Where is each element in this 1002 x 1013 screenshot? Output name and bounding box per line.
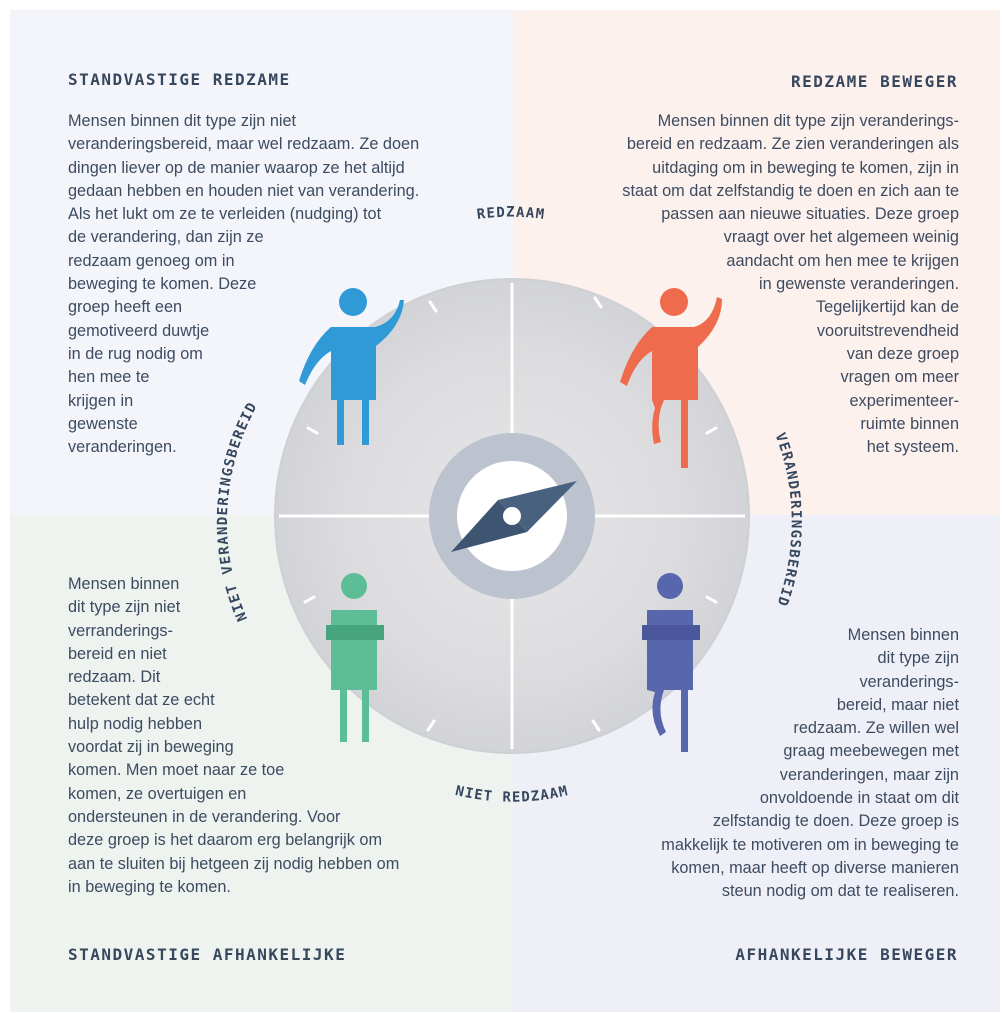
person-arms-crossed-icon [642, 573, 700, 752]
description-line: vraagt over het algemeen weinig [723, 228, 959, 247]
description-line: de verandering, dan zijn ze [68, 228, 264, 247]
description-bottom-left: Mensen binnen dit type zijn niet verrand… [68, 573, 399, 899]
description-line: redzaam. Ze willen wel [793, 719, 959, 738]
description-line: makkelijk te motiveren om in beweging te [661, 835, 959, 854]
description-line: komen, maar heeft op diverse manieren [671, 858, 959, 877]
description-line: groep heeft een [68, 298, 183, 317]
description-line: aandacht om hen mee te krijgen [726, 251, 959, 270]
description-line: veranderingsbereid, maar wel redzaam. Ze… [68, 135, 420, 154]
person-waving-icon [299, 288, 404, 445]
description-line: vooruitstrevendheid [816, 321, 959, 340]
heading-standvastige-redzame: STANDVASTIGE REDZAME [68, 70, 291, 89]
description-line: ondersteunen in de verandering. Voor [68, 807, 341, 826]
description-line: dingen liever op de manier waarop ze het… [68, 158, 405, 177]
description-line: veranderingen, maar zijn [779, 765, 959, 784]
description-line: redzaam. Dit [68, 668, 161, 687]
description-line: Mensen binnen dit type zijn veranderings… [657, 112, 959, 130]
description-top-left: Mensen binnen dit type zijn niet verande… [68, 110, 419, 459]
description-line: experimenteer- [849, 391, 960, 410]
description-line: gedaan hebben en houden niet van verande… [68, 181, 420, 200]
description-line: betekent dat ze echt [68, 691, 215, 710]
description-line: graag meebewegen met [783, 742, 959, 761]
axis-label-niet-veranderingsbereid: NIET VERANDERINGSBEREID [215, 399, 260, 623]
description-line: van deze groep [846, 344, 959, 363]
axis-label-left: NIET VERANDERINGSBEREID [215, 399, 261, 623]
description-line: aan te sluiten bij hetgeen zij nodig heb… [68, 854, 400, 873]
description-line: in beweging te komen. [68, 877, 231, 896]
compass-icon [451, 481, 577, 552]
axis-label-veranderingsbereid: VERANDERINGSBEREID [772, 431, 803, 609]
wheel-rim [274, 278, 750, 754]
description-line: gewenste [68, 414, 138, 433]
description-line: bereid en redzaam. Ze zien veranderingen… [626, 135, 959, 154]
description-line: dit type zijn [877, 649, 959, 668]
description-line: komen, ze overtuigen en [68, 784, 247, 803]
heading-redzame-beweger: REDZAME BEWEGER [791, 72, 958, 91]
description-line: veranderingen. [68, 438, 177, 457]
person-waving-icon [620, 288, 722, 468]
description-line: Mensen binnen [847, 626, 959, 644]
person-arms-crossed-icon [326, 573, 384, 742]
description-line: verranderings- [68, 621, 173, 640]
description-line: in de rug nodig om [68, 344, 203, 363]
description-line: hulp nodig hebben [68, 714, 202, 733]
description-line: redzaam genoeg om in [68, 251, 235, 270]
description-line: staat om dat zelfstandig te doen en zich… [622, 181, 959, 200]
heading-afhankelijke-beweger: AFHANKELIJKE BEWEGER [735, 945, 958, 964]
axis-label-top: REDZAAM [476, 205, 546, 223]
description-line: komen. Men moet naar ze toe [68, 761, 285, 780]
description-line: steun nodig om dat te realiseren. [721, 882, 959, 901]
description-line: in gewenste veranderingen. [758, 275, 959, 294]
description-line: vragen om meer [840, 368, 959, 387]
description-bottom-right: Mensen binnen dit type zijn veranderings… [661, 624, 959, 904]
description-line: voordat zij in beweging [68, 738, 234, 757]
description-line: hen mee te [68, 368, 150, 387]
description-line: onvoldoende in staat om dit [759, 789, 959, 808]
description-line: bereid en niet [68, 644, 167, 663]
description-line: uitdaging om in beweging te komen, zijn … [652, 158, 959, 177]
description-line: ruimte binnen [860, 414, 959, 433]
description-line: passen aan nieuwe situaties. Deze groep [661, 205, 959, 224]
description-line: zelfstandig te doen. Deze groep is [712, 812, 959, 831]
description-line: Mensen binnen [68, 575, 180, 593]
description-line: bereid, maar niet [836, 695, 959, 714]
heading-standvastige-afhankelijke: STANDVASTIGE AFHANKELIJKE [68, 945, 347, 964]
axis-label-bottom: NIET REDZAAM [454, 783, 570, 806]
axis-label-redzaam: REDZAAM [476, 205, 545, 223]
axis-label-right: VERANDERINGSBEREID [772, 431, 804, 609]
description-line: beweging te komen. Deze [68, 275, 257, 294]
description-line: Tegelijkertijd kan de [816, 298, 959, 317]
description-line: Als het lukt om ze te verleiden (nudging… [68, 205, 382, 224]
wheel-ticks [303, 296, 718, 732]
axis-label-niet-redzaam: NIET REDZAAM [454, 783, 569, 806]
description-line: veranderings- [859, 672, 959, 691]
description-line: dit type zijn niet [68, 598, 181, 617]
description-top-right: Mensen binnen dit type zijn veranderings… [622, 110, 959, 459]
description-line: Mensen binnen dit type zijn niet [68, 112, 297, 130]
description-line: deze groep is het daarom erg belangrijk … [68, 831, 383, 850]
description-line: gemotiveerd duwtje [68, 321, 210, 340]
description-line: krijgen in [68, 391, 134, 410]
description-line: het systeem. [866, 438, 959, 457]
